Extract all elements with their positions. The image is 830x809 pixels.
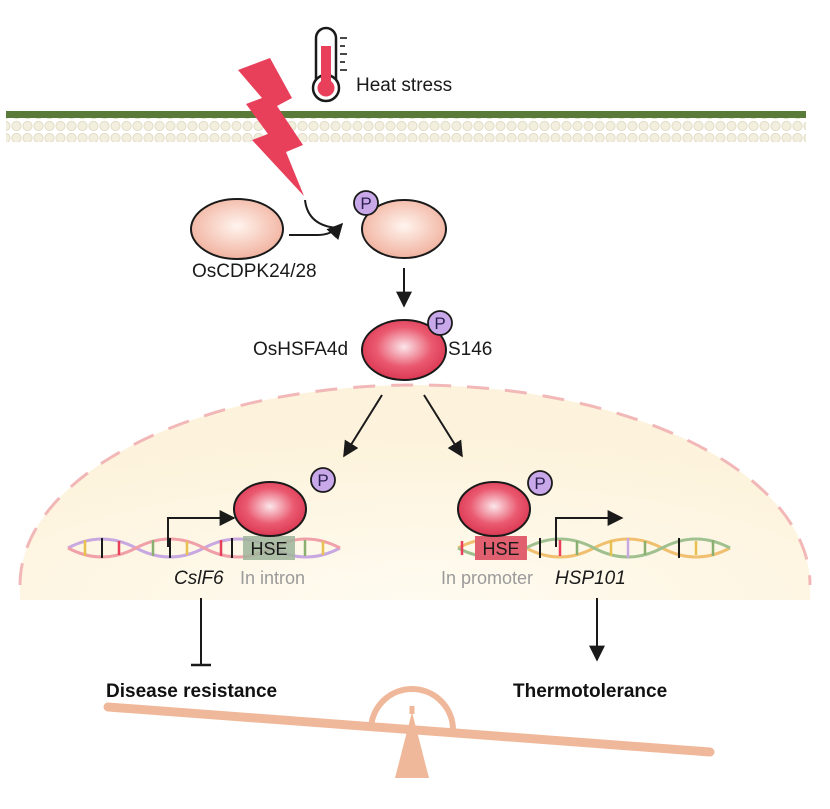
phospho-badge: P — [353, 190, 379, 216]
thermometer-icon — [311, 26, 347, 103]
kinase-label: OsCDPK24/28 — [192, 261, 317, 282]
kinase-active — [361, 199, 447, 259]
svg-text:P: P — [534, 474, 545, 493]
region-label-intron: In intron — [240, 568, 305, 588]
hsf-protein — [361, 319, 447, 381]
hsf-bound-right — [457, 481, 531, 537]
arrow-to-right-branch — [423, 394, 463, 458]
phospho-badge: P — [427, 310, 453, 336]
svg-text:P: P — [360, 194, 371, 213]
balance-icon — [103, 686, 715, 778]
outcome-disease-resistance: Disease resistance — [106, 681, 277, 702]
lightning-icon — [238, 58, 304, 196]
arrow-to-left-branch — [343, 394, 383, 458]
svg-text:P: P — [434, 314, 445, 333]
gene-label-left: CslF6 — [174, 568, 224, 589]
hse-label-left: HSE — [250, 539, 287, 559]
activation-arrow — [289, 222, 344, 241]
hse-box-right — [475, 536, 527, 560]
heat-stress-label: Heat stress — [356, 75, 452, 96]
tss-arrow-right — [555, 510, 624, 547]
gene-label-right: HSP101 — [555, 568, 626, 589]
site-label: S146 — [448, 339, 492, 360]
hsf-label: OsHSFA4d — [253, 339, 348, 360]
svg-text:P: P — [317, 471, 328, 490]
hse-label-right: HSE — [482, 539, 519, 559]
plasma-membrane — [6, 111, 806, 142]
nucleus-area — [20, 385, 810, 600]
outcome-thermotolerance: Thermotolerance — [513, 681, 667, 702]
stress-input-line — [304, 199, 339, 229]
phospho-badge: P — [310, 467, 336, 493]
kinase-inactive — [190, 198, 284, 260]
region-label-promoter: In promoter — [441, 568, 533, 588]
hse-box-left — [243, 536, 295, 560]
nuclear-envelope — [18, 383, 812, 586]
tss-arrow-left — [167, 510, 236, 547]
hsf-bound-left — [233, 481, 307, 537]
phospho-badge: P — [527, 470, 553, 496]
